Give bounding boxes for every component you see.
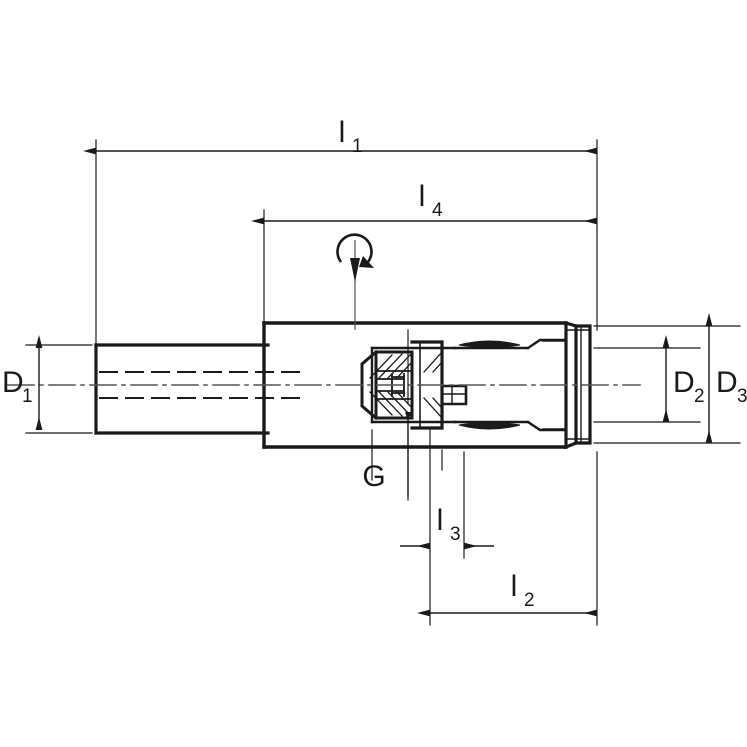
- dimension-d1: D 1: [2, 335, 43, 430]
- dimension-label-d3: D: [716, 366, 738, 399]
- dimension-label-d1: D: [2, 366, 24, 399]
- dimension-subscript-l3: 3: [450, 524, 461, 545]
- extension-lines: [25, 139, 741, 626]
- dimension-l2: l 2: [417, 570, 597, 617]
- thread-callout-g: G: [362, 412, 411, 497]
- dimension-label-g: G: [362, 460, 385, 493]
- dimension-subscript-d3: 3: [737, 386, 747, 407]
- dimension-subscript-l1: 1: [352, 136, 363, 157]
- shank-body: [94, 343, 301, 435]
- part-geometry: [7, 139, 741, 626]
- dimension-subscript-d2: 2: [694, 386, 705, 407]
- dimension-subscript-d1: 1: [22, 386, 33, 407]
- dimension-l4: l 4: [251, 180, 597, 225]
- dimension-subscript-l2: 2: [524, 590, 535, 611]
- dimension-label-l2: l: [511, 570, 518, 603]
- dimension-l1: l 1: [83, 116, 597, 157]
- dimension-d3: D 3: [705, 313, 747, 443]
- dimension-d2: D 2: [662, 335, 705, 422]
- dimension-label-l3: l: [437, 504, 444, 537]
- dimension-label-l1: l: [339, 116, 346, 149]
- rotation-direction-symbol: [336, 233, 374, 330]
- dimension-label-d2: D: [673, 366, 695, 399]
- dimension-l3: l 3: [400, 504, 494, 550]
- collet-slots: [453, 338, 568, 432]
- dimension-label-l4: l: [419, 180, 426, 213]
- dimension-subscript-l4: 4: [432, 200, 443, 221]
